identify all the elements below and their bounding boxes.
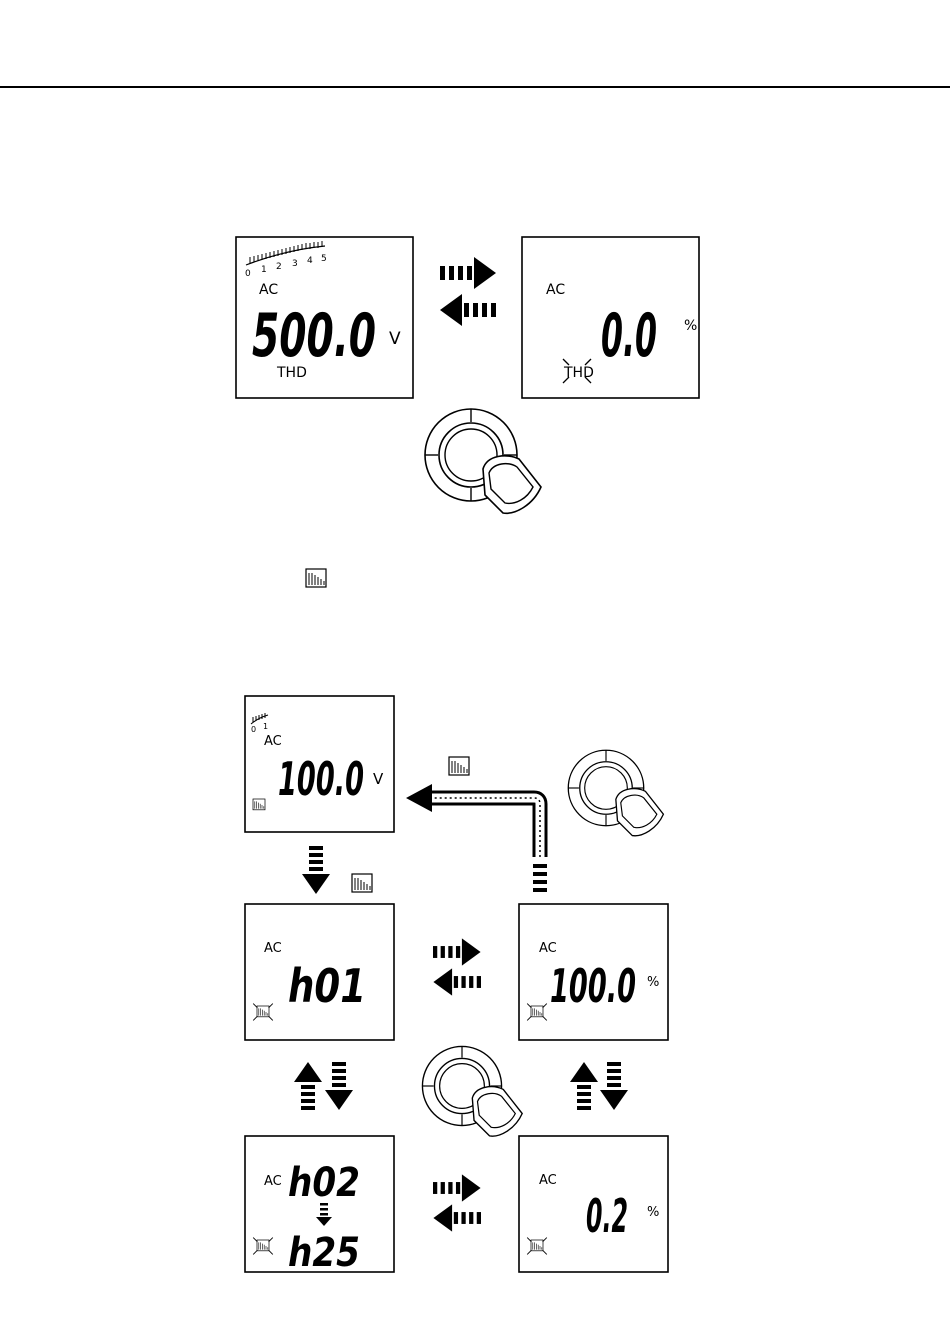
mode-label: AC [546,282,565,298]
mode-label: AC [264,941,282,956]
unit-label: V [389,329,401,349]
lcd-harmonic-percent: AC 100.0 % [519,904,668,1040]
harmonic-bars-icon [352,874,372,892]
unit-label: V [373,770,384,788]
scale-tick-0: 0 [245,269,251,279]
unit-label: % [684,318,697,334]
lcd-harmonic-percent-2: AC 0.2 % [519,1136,668,1272]
mode-label: AC [264,1174,282,1189]
thd-label: THD [276,365,307,381]
dashed-double-arrow-icon [433,938,481,995]
rotary-selector-icon [425,409,541,513]
scale-tick-4: 4 [307,256,313,266]
dashed-double-arrow-icon [433,1174,481,1231]
harmonic-order-reading: h01 [288,959,366,1013]
rotary-selector-icon [568,750,663,835]
dashed-up-down-arrow-icon [294,1062,353,1110]
lcd-harmonic-order: AC h01 [245,904,394,1040]
dashed-up-down-arrow-icon [570,1062,628,1110]
dashed-down-arrow-icon [302,846,330,894]
lcd-voltage: 0 1 AC 100.0 V [245,696,394,832]
mode-label: AC [264,734,282,749]
harmonic-bars-icon [306,569,326,587]
main-reading: 0.0 [601,301,657,371]
harmonic-bars-icon [449,757,469,775]
dashed-double-arrow-icon [440,257,496,326]
main-reading: 0.2 [586,1189,628,1243]
lcd-voltage-thd: 0 1 2 3 4 5 AC 500.0 V THD [236,237,413,398]
scale-tick-0: 0 [251,725,256,734]
rotary-selector-icon [422,1046,522,1136]
harmonic-to-reading: h25 [288,1230,360,1276]
scale-tick-1: 1 [263,722,268,731]
mode-label: AC [259,282,278,298]
harmonic-from-reading: h02 [288,1160,360,1206]
lcd-thd-percent: AC 0.0 % THD [522,237,699,398]
scale-tick-3: 3 [292,259,298,269]
unit-label: % [647,975,659,990]
main-reading: 100.0 [550,959,636,1013]
scale-tick-2: 2 [276,262,282,272]
main-reading: 500.0 [252,301,376,371]
return-arrow [406,784,547,892]
mode-label: AC [539,941,557,956]
mode-label: AC [539,1173,557,1188]
scale-tick-1: 1 [261,265,267,275]
main-reading: 100.0 [278,752,364,806]
lcd-harmonic-range: AC h02 h25 [245,1136,394,1276]
scale-tick-5: 5 [321,254,327,264]
unit-label: % [647,1205,659,1220]
